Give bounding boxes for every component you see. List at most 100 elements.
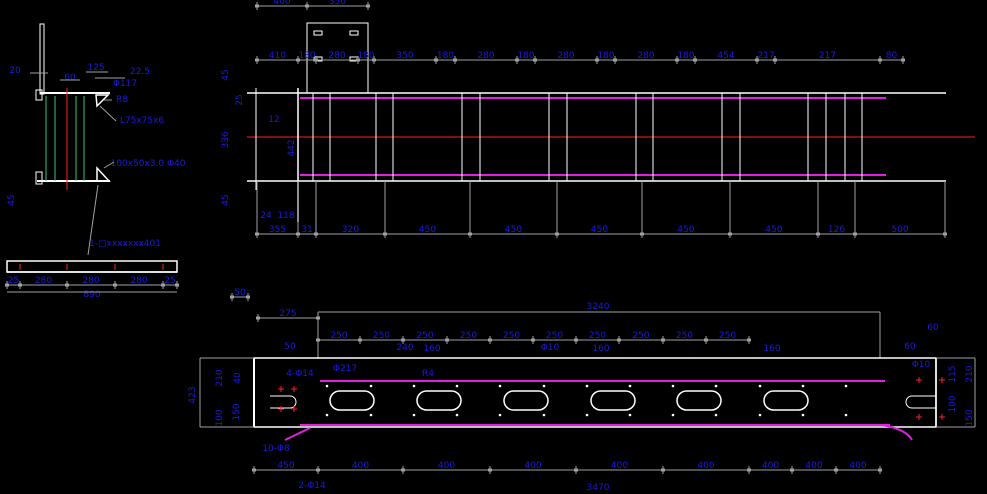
dimension-tick bbox=[790, 468, 794, 472]
dimension-tick bbox=[314, 58, 318, 62]
dimension-label: 423 bbox=[188, 386, 198, 403]
oblong-slot bbox=[503, 390, 549, 411]
dimension-tick bbox=[230, 295, 234, 299]
dimension-label: 180 bbox=[597, 51, 614, 61]
dimension-label: 250 bbox=[676, 331, 693, 341]
dimension-label: 25 bbox=[164, 276, 175, 286]
dimension-tick bbox=[574, 468, 578, 472]
dimension-tick bbox=[515, 58, 519, 62]
dimension-label: 160 bbox=[592, 344, 609, 354]
dimension-tick bbox=[943, 232, 947, 236]
dimension-label: 250 bbox=[546, 331, 563, 341]
angle-top bbox=[95, 94, 110, 108]
dimension-label: R4 bbox=[422, 369, 434, 379]
dimension-tick bbox=[533, 58, 537, 62]
dimension-label: 217 bbox=[819, 51, 836, 61]
dimension-tick bbox=[453, 58, 457, 62]
hole bbox=[801, 384, 805, 388]
dimension-tick bbox=[255, 4, 259, 8]
hole bbox=[498, 413, 502, 417]
dimension-label: 400 bbox=[611, 461, 628, 471]
dimension-label: 180 bbox=[298, 51, 315, 61]
dimension-label: 442 bbox=[287, 139, 297, 156]
hole bbox=[714, 413, 718, 417]
oblong-slot bbox=[590, 390, 636, 411]
dimension-tick bbox=[401, 338, 405, 342]
dimension-label: 50 bbox=[284, 342, 296, 352]
dimension-label: 150 bbox=[965, 409, 975, 426]
dimension-label: 400 bbox=[273, 0, 290, 7]
dimension-label: 400 bbox=[352, 461, 369, 471]
dimension-label: 275 bbox=[279, 309, 296, 319]
dimension-label: 280 bbox=[477, 51, 494, 61]
right-slot bbox=[905, 395, 936, 409]
dimension-label: 22.5 bbox=[130, 67, 150, 77]
hole bbox=[542, 413, 546, 417]
hole bbox=[628, 384, 632, 388]
dimension-label: 280 bbox=[637, 51, 654, 61]
dimension-label: 450 bbox=[591, 225, 608, 235]
dimension-label: 40 bbox=[233, 372, 243, 384]
dimension-label: 250 bbox=[416, 331, 433, 341]
dimension-label: 25 bbox=[8, 276, 19, 286]
angle-bottom bbox=[96, 166, 111, 182]
oblong-slot bbox=[329, 390, 375, 411]
dimension-label: 450 bbox=[677, 225, 694, 235]
dimension-label: 180 bbox=[437, 51, 454, 61]
hole bbox=[542, 384, 546, 388]
hole bbox=[412, 384, 416, 388]
hole bbox=[455, 413, 459, 417]
dimension-tick bbox=[316, 468, 320, 472]
dimension-tick bbox=[296, 232, 300, 236]
dimension-tick bbox=[255, 232, 259, 236]
line bbox=[103, 161, 115, 169]
dimension-tick bbox=[747, 338, 751, 342]
dimension-label: 100 bbox=[215, 409, 225, 426]
dimension-label: 45 bbox=[221, 194, 231, 205]
dimension-label: 4-Φ14 bbox=[286, 369, 314, 379]
dimension-label: R8 bbox=[116, 95, 128, 105]
dimension-label: 50 bbox=[234, 288, 246, 298]
left-slot bbox=[270, 395, 297, 409]
hole bbox=[585, 413, 589, 417]
dimension-label: 500 bbox=[891, 225, 908, 235]
dimension-tick bbox=[401, 468, 405, 472]
dimension-label: 280 bbox=[557, 51, 574, 61]
dimension-label: 150 bbox=[232, 403, 242, 420]
dimension-label: 180 bbox=[517, 51, 534, 61]
dimension-label: 280 bbox=[35, 276, 52, 286]
hole bbox=[628, 413, 632, 417]
dimension-tick bbox=[305, 4, 309, 8]
dimension-label: L75x75x6 bbox=[120, 116, 165, 126]
dimension-label: 350 bbox=[396, 51, 413, 61]
dimension-label: 160 bbox=[423, 344, 440, 354]
hole bbox=[455, 384, 459, 388]
dimension-tick bbox=[617, 338, 621, 342]
dimension-label: 1-□xxxxxxx401 bbox=[89, 239, 161, 249]
dimension-label: Φ10 bbox=[912, 360, 931, 370]
dimension-tick bbox=[488, 468, 492, 472]
dimension-label: Φ217 bbox=[333, 364, 357, 374]
dimension-label: 336 bbox=[221, 131, 231, 148]
dimension-tick bbox=[314, 232, 318, 236]
bottom-clip bbox=[35, 171, 43, 185]
dimension-label: 250 bbox=[503, 331, 520, 341]
dimension-tick bbox=[356, 58, 360, 62]
hole bbox=[758, 413, 762, 417]
dimension-tick bbox=[693, 58, 697, 62]
dimension-label: 180 bbox=[357, 51, 374, 61]
hole bbox=[412, 413, 416, 417]
hole bbox=[498, 384, 502, 388]
dimension-label: 10-Φ8 bbox=[262, 444, 290, 454]
dimension-label: 450 bbox=[419, 225, 436, 235]
dimension-label: 100 bbox=[948, 395, 958, 412]
hole bbox=[671, 384, 675, 388]
dimension-tick bbox=[773, 58, 777, 62]
dimension-tick bbox=[434, 58, 438, 62]
rebar-bend-right bbox=[879, 424, 913, 441]
dimension-label: 280 bbox=[130, 276, 147, 286]
dimension-label: 450 bbox=[277, 461, 294, 471]
dimension-tick bbox=[252, 468, 256, 472]
